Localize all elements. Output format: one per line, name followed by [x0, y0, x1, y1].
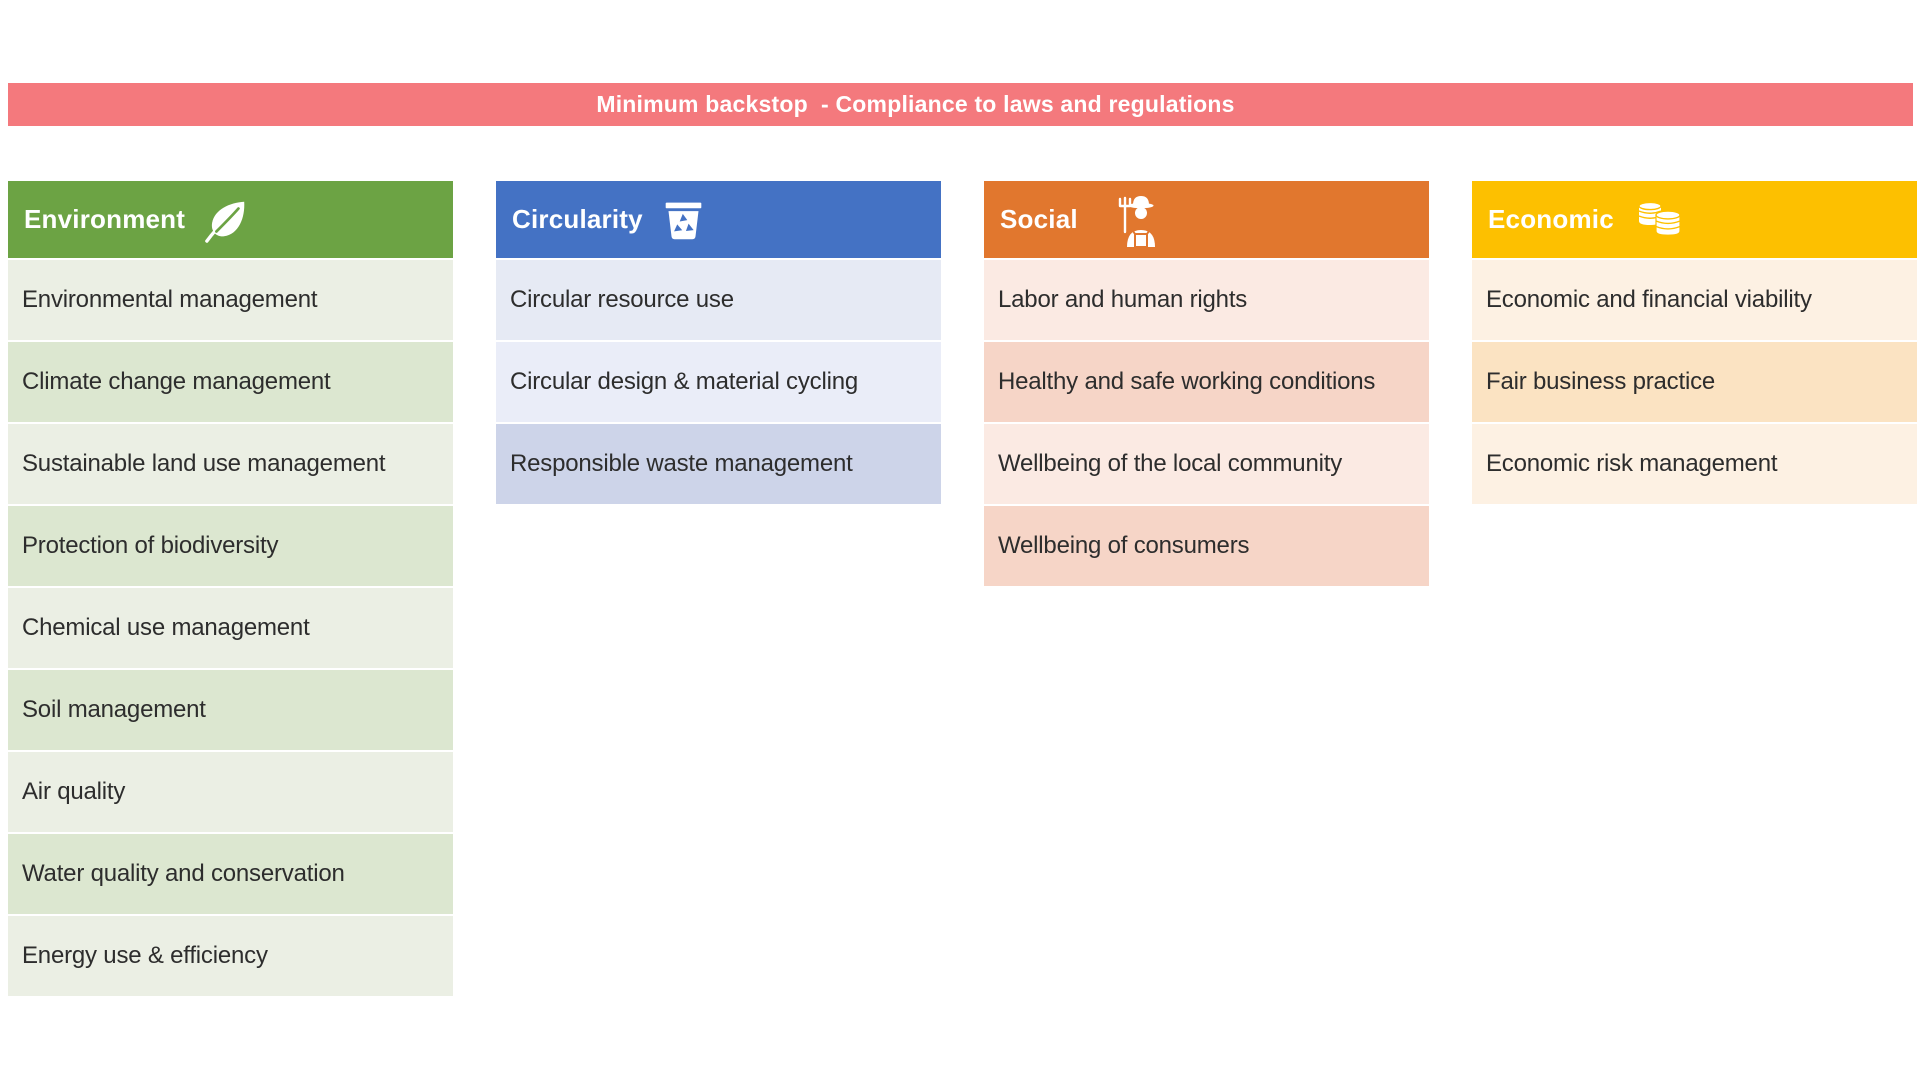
- list-item: Energy use & efficiency: [8, 916, 453, 996]
- list-item: Water quality and conservation: [8, 834, 453, 914]
- column-title: Circularity: [512, 204, 643, 234]
- list-item: Air quality: [8, 752, 453, 832]
- coin-stack-icon: [1632, 198, 1684, 242]
- column-title: Economic: [1488, 204, 1614, 234]
- social-header: Social: [984, 181, 1429, 258]
- list-item: Responsible waste management: [496, 424, 941, 504]
- list-item: Fair business practice: [1472, 342, 1917, 422]
- column-title: Environment: [24, 204, 186, 234]
- recycle-bin-icon: [661, 197, 706, 242]
- list-item: Climate change management: [8, 342, 453, 422]
- economic-header: Economic: [1472, 181, 1917, 258]
- banner-label: Minimum backstop - Compliance to laws an…: [596, 91, 1235, 117]
- list-item: Economic and financial viability: [1472, 260, 1917, 340]
- list-item: Sustainable land use management: [8, 424, 453, 504]
- column-economic: Economic Economic and financial viabilit…: [1472, 181, 1917, 506]
- farmer-icon: [1112, 193, 1162, 247]
- list-item: Economic risk management: [1472, 424, 1917, 504]
- list-item: Protection of biodiversity: [8, 506, 453, 586]
- list-item: Wellbeing of consumers: [984, 506, 1429, 586]
- list-item: Circular design & material cycling: [496, 342, 941, 422]
- banner: Minimum backstop - Compliance to laws an…: [8, 83, 1913, 126]
- list-item: Environmental management: [8, 260, 453, 340]
- list-item: Healthy and safe working conditions: [984, 342, 1429, 422]
- list-item: Chemical use management: [8, 588, 453, 668]
- list-item: Circular resource use: [496, 260, 941, 340]
- list-item: Labor and human rights: [984, 260, 1429, 340]
- leaf-icon: [203, 197, 249, 243]
- circularity-header: Circularity: [496, 181, 941, 258]
- environment-header: Environment: [8, 181, 453, 258]
- column-title: Social: [1000, 204, 1078, 234]
- list-item: Soil management: [8, 670, 453, 750]
- list-item: Wellbeing of the local community: [984, 424, 1429, 504]
